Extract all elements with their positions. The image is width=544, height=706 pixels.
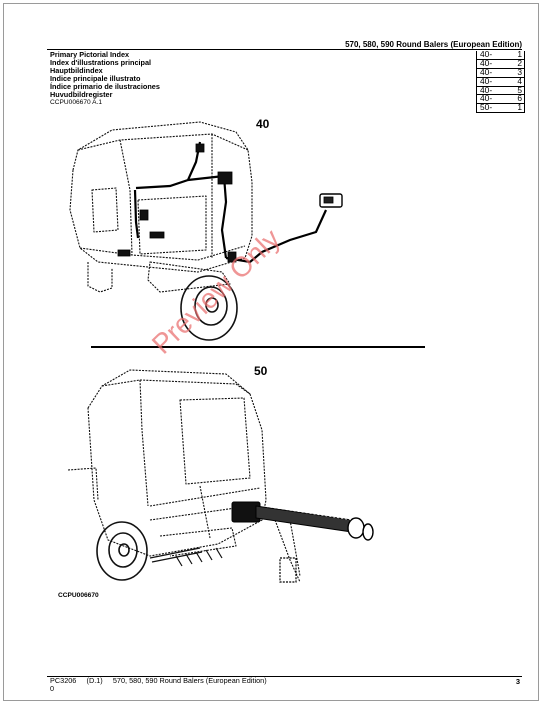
footer-rule	[47, 676, 522, 677]
index-section: 40-	[480, 66, 493, 77]
index-page: 3	[517, 66, 522, 77]
footer-info: PC3206 (D.1) 570, 580, 590 Round Balers …	[50, 677, 267, 693]
index-section: 40-	[480, 75, 493, 86]
footer-page-number: 3	[515, 677, 520, 686]
index-row[interactable]: 40- 6	[477, 93, 524, 105]
footer-doc-id: PC3206	[50, 676, 77, 685]
index-row[interactable]: 40- 4	[477, 75, 524, 87]
title-german: Hauptbildindex	[50, 65, 103, 75]
reference-code: CCPU006670 A.1	[50, 99, 103, 106]
index-page: 6	[517, 93, 522, 104]
title-french: Index d'illustrations principal	[50, 57, 152, 67]
index-section: 40-	[480, 49, 493, 59]
footer-line: PC3206 (D.1) 570, 580, 590 Round Balers …	[50, 677, 267, 685]
index-section: 40-	[480, 84, 493, 95]
index-row[interactable]: 40- 2	[477, 57, 524, 69]
title-swedish: Huvudbildregister	[50, 89, 113, 99]
index-section: 40-	[480, 57, 493, 68]
index-page: 1	[517, 102, 522, 113]
index-titles: Primary Pictorial Index Index d'illustra…	[50, 51, 160, 98]
title-english: Primary Pictorial Index	[50, 50, 130, 59]
header-rule	[47, 49, 522, 50]
figure-label-40: 40	[256, 117, 270, 131]
figure-divider	[91, 346, 425, 348]
index-section: 50-	[480, 102, 493, 113]
index-section: 40-	[480, 93, 493, 104]
index-page: 5	[517, 84, 522, 95]
index-row[interactable]: 40- 5	[477, 84, 524, 96]
index-row[interactable]: 40- 1	[477, 49, 524, 60]
title-italian: Indice principale illustrato	[50, 73, 141, 83]
index-page: 1	[517, 49, 522, 59]
page-border	[3, 3, 539, 701]
index-row[interactable]: 50- 1	[477, 102, 524, 113]
index-page: 4	[517, 75, 522, 86]
footer-sub: 0	[50, 684, 55, 693]
page-header-title: 570, 580, 590 Round Balers (European Edi…	[345, 40, 522, 49]
index-row[interactable]: 40- 3	[477, 66, 524, 78]
page-index-table: 40- 1 40- 2 40- 3 40- 4 40- 5 40- 6 50- 1	[476, 49, 525, 114]
footer-revision: (D.1)	[86, 676, 103, 685]
index-page: 2	[517, 57, 522, 68]
title-spanish: Índice primario de ilustraciones	[50, 81, 160, 91]
figure-code: CCPU006670	[58, 592, 99, 599]
figure-label-50: 50	[254, 364, 268, 378]
footer-title: 570, 580, 590 Round Balers (European Edi…	[112, 676, 267, 685]
